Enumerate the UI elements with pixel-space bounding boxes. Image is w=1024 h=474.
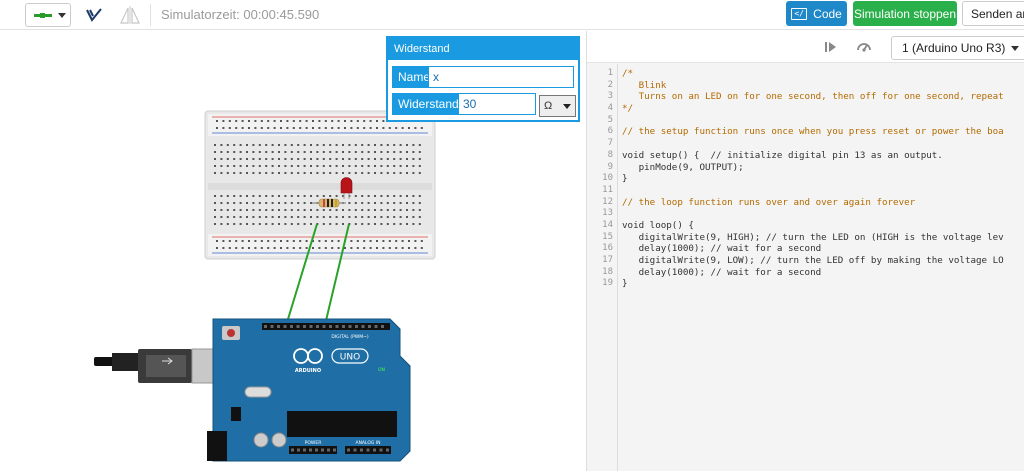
code-line: delay(1000); // wait for a second xyxy=(622,243,822,255)
chevron-down-icon xyxy=(1011,45,1020,51)
line-number: 2 xyxy=(607,79,613,90)
mirror-button[interactable] xyxy=(117,3,143,27)
code-line: } xyxy=(622,278,628,290)
line-number: 8 xyxy=(607,149,613,160)
code-line: digitalWrite(9, HIGH); // turn the LED o… xyxy=(622,231,1004,243)
code-line: } xyxy=(622,173,628,185)
send-to-button[interactable]: Senden an xyxy=(962,1,1024,26)
line-number: 16 xyxy=(602,243,613,254)
code-line: */ xyxy=(622,103,634,115)
chevron-down-icon xyxy=(58,12,66,18)
line-number: 12 xyxy=(602,196,613,207)
code-toolbar: 1 (Arduino Uno R3) xyxy=(587,31,1024,63)
stop-simulation-button[interactable]: Simulation stoppen xyxy=(853,1,957,26)
toolbar-divider xyxy=(150,4,151,26)
analog-pins-label: ANALOG IN xyxy=(355,440,380,446)
line-number: 19 xyxy=(602,278,613,289)
on-led-label: ON xyxy=(378,367,385,373)
resistor[interactable] xyxy=(312,198,346,208)
line-number: 1 xyxy=(607,68,613,78)
code-icon: </ xyxy=(791,7,808,20)
code-line xyxy=(622,208,1022,220)
digital-pins-label: DIGITAL (PWM~) xyxy=(331,334,369,340)
code-line: Turns on an LED on for one second, then … xyxy=(622,91,1004,103)
top-toolbar: Simulatorzeit: 00:00:45.590 </ Code Simu… xyxy=(0,0,1024,30)
code-lines: /* Blink Turns on an LED on for one seco… xyxy=(622,68,1022,290)
code-line: // the loop function runs over and over … xyxy=(622,196,916,208)
wires[interactable] xyxy=(284,223,350,330)
power-pins-label: POWER xyxy=(305,440,322,446)
flip-icon xyxy=(86,8,102,22)
code-line: void loop() { xyxy=(622,219,694,231)
resistance-input[interactable]: 30 xyxy=(458,93,536,115)
line-number: 5 xyxy=(607,114,613,125)
device-select-value: 1 (Arduino Uno R3) xyxy=(902,41,1006,55)
code-line xyxy=(622,115,1022,127)
wire-style-dropdown[interactable] xyxy=(22,3,74,27)
line-number: 14 xyxy=(602,219,613,230)
code-line: pinMode(9, OUTPUT); xyxy=(622,161,744,173)
code-line: digitalWrite(9, LOW); // turn the LED of… xyxy=(622,255,1004,266)
led[interactable] xyxy=(340,177,353,200)
code-button-label: Code xyxy=(813,6,842,21)
circuit-drawing: UNO ARDUINO DIGITAL (PWM~) POWER ANALOG … xyxy=(94,110,436,462)
resistor-properties-panel: Widerstand Name x Widerstand 30 Ω xyxy=(386,36,580,122)
line-number: 13 xyxy=(602,208,613,219)
flip-button[interactable] xyxy=(82,3,106,27)
debugger-icon[interactable] xyxy=(855,39,873,55)
line-number: 9 xyxy=(607,161,613,172)
device-select[interactable]: 1 (Arduino Uno R3) xyxy=(891,36,1024,60)
line-number: 15 xyxy=(602,231,613,242)
arduino-board[interactable]: UNO ARDUINO DIGITAL (PWM~) POWER ANALOG … xyxy=(207,318,411,462)
line-number: 6 xyxy=(607,126,613,137)
name-input[interactable]: x xyxy=(428,66,574,88)
board-model-label: UNO xyxy=(340,353,360,363)
mirror-icon xyxy=(120,6,140,24)
line-number: 7 xyxy=(607,138,613,149)
code-line: /* xyxy=(622,68,634,79)
code-button[interactable]: </ Code xyxy=(786,1,847,26)
code-line: void setup() { // initialize digital pin… xyxy=(622,149,943,161)
line-number: 11 xyxy=(602,184,613,195)
line-number: 10 xyxy=(602,173,613,184)
code-line: Blink xyxy=(622,79,667,91)
line-number: 4 xyxy=(607,103,613,114)
code-line: // the setup function runs once when you… xyxy=(622,126,1004,138)
wire-icon xyxy=(34,12,52,18)
name-label: Name xyxy=(392,66,430,88)
resistance-unit-select[interactable]: Ω xyxy=(539,95,576,117)
code-line: delay(1000); // wait for a second xyxy=(622,266,822,278)
gutter-divider xyxy=(617,64,618,471)
line-number: 17 xyxy=(602,255,613,265)
board-brand-label: ARDUINO xyxy=(295,368,321,374)
breadboard[interactable] xyxy=(204,110,436,260)
code-line xyxy=(622,138,1022,150)
chevron-down-icon xyxy=(563,103,571,109)
resistance-unit-value: Ω xyxy=(544,100,553,112)
step-icon[interactable] xyxy=(823,40,839,54)
breadboard-holes xyxy=(214,120,423,249)
code-line xyxy=(622,185,1022,197)
resistance-label: Widerstand xyxy=(392,93,459,115)
line-number: 18 xyxy=(602,266,613,277)
simulator-time: Simulatorzeit: 00:00:45.590 xyxy=(161,7,320,22)
line-number: 3 xyxy=(607,91,613,102)
properties-panel-title: Widerstand xyxy=(388,38,578,60)
